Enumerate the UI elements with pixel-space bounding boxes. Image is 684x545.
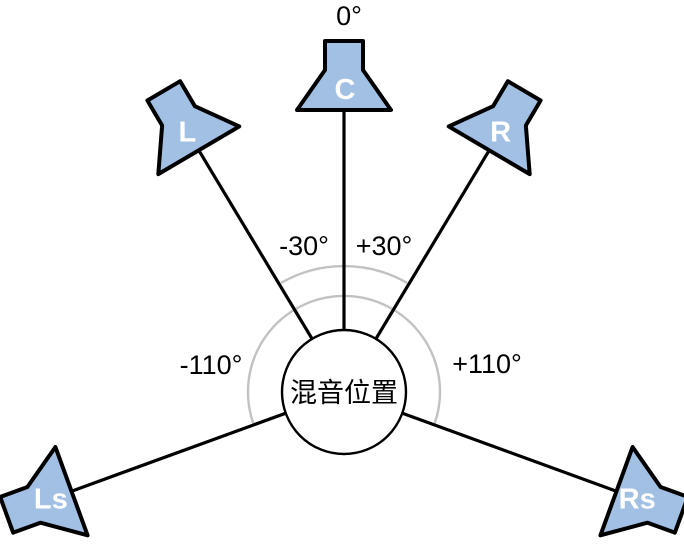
angle-labels: 0° -30° +30° -110° +110° xyxy=(180,1,522,380)
speaker-icon-shape-r xyxy=(446,79,543,177)
speaker-r-icon xyxy=(446,79,543,177)
angle-label-minus-30: -30° xyxy=(279,231,329,261)
speaker-label-c: C xyxy=(335,74,356,106)
speaker-ls-icon xyxy=(0,445,90,538)
angle-label-minus-110: -110° xyxy=(180,350,243,380)
speaker-label-ls: Ls xyxy=(34,484,68,516)
speaker-lines xyxy=(70,110,618,493)
speaker-icon-shape-c xyxy=(295,39,393,112)
mix-position-circle xyxy=(280,328,408,456)
speaker-icon-shape-rs xyxy=(598,445,684,538)
speaker-c-icon xyxy=(295,39,393,112)
speaker-label-rs: Rs xyxy=(619,484,656,516)
angle-label-plus-30: +30° xyxy=(356,231,413,261)
speaker-label-r: R xyxy=(490,116,511,148)
speaker-letters: C L R Ls Rs xyxy=(34,74,656,516)
speaker-icon-shape-l xyxy=(145,79,242,177)
speaker-icon-shape-ls xyxy=(0,445,90,538)
speaker-rs-icon xyxy=(598,445,684,538)
mix-position-label: 混音位置 xyxy=(290,378,398,408)
angle-label-0: 0° xyxy=(336,1,362,31)
speaker-label-l: L xyxy=(179,116,197,148)
angle-label-plus-110: +110° xyxy=(452,349,522,379)
speaker-l-icon xyxy=(145,79,242,177)
